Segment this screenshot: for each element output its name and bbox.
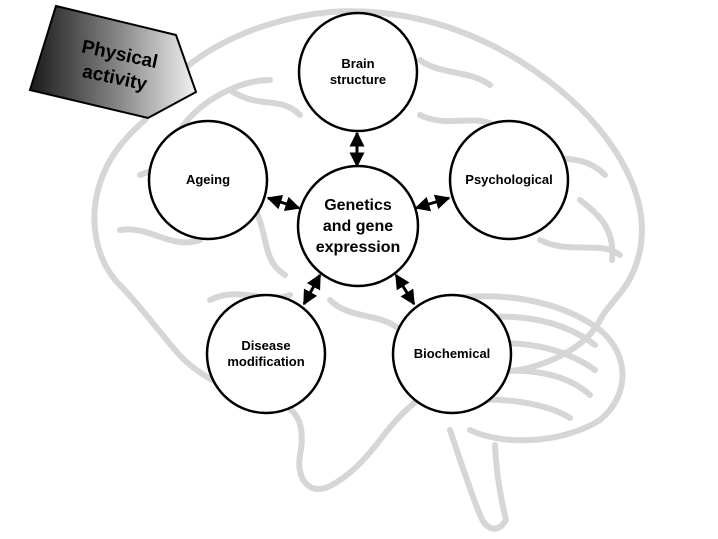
cerebellum-outline bbox=[437, 293, 626, 444]
node-circle-psychological bbox=[448, 119, 570, 241]
node-circles bbox=[147, 11, 570, 415]
node-circle-disease-modification bbox=[205, 293, 327, 415]
physical-activity-tag bbox=[28, 4, 198, 120]
arrow-center-biochemical bbox=[394, 273, 416, 306]
node-circle-biochemical bbox=[391, 293, 513, 415]
node-circle-ageing bbox=[147, 119, 269, 241]
arrow-center-disease-modification bbox=[302, 273, 322, 306]
node-circle-brain-structure bbox=[297, 11, 419, 133]
brainstem-outline bbox=[447, 427, 509, 532]
arrow-center-psychological bbox=[414, 194, 451, 212]
arrow-center-ageing bbox=[266, 195, 301, 211]
node-circle-center bbox=[296, 164, 420, 288]
connector-arrows bbox=[266, 131, 451, 306]
